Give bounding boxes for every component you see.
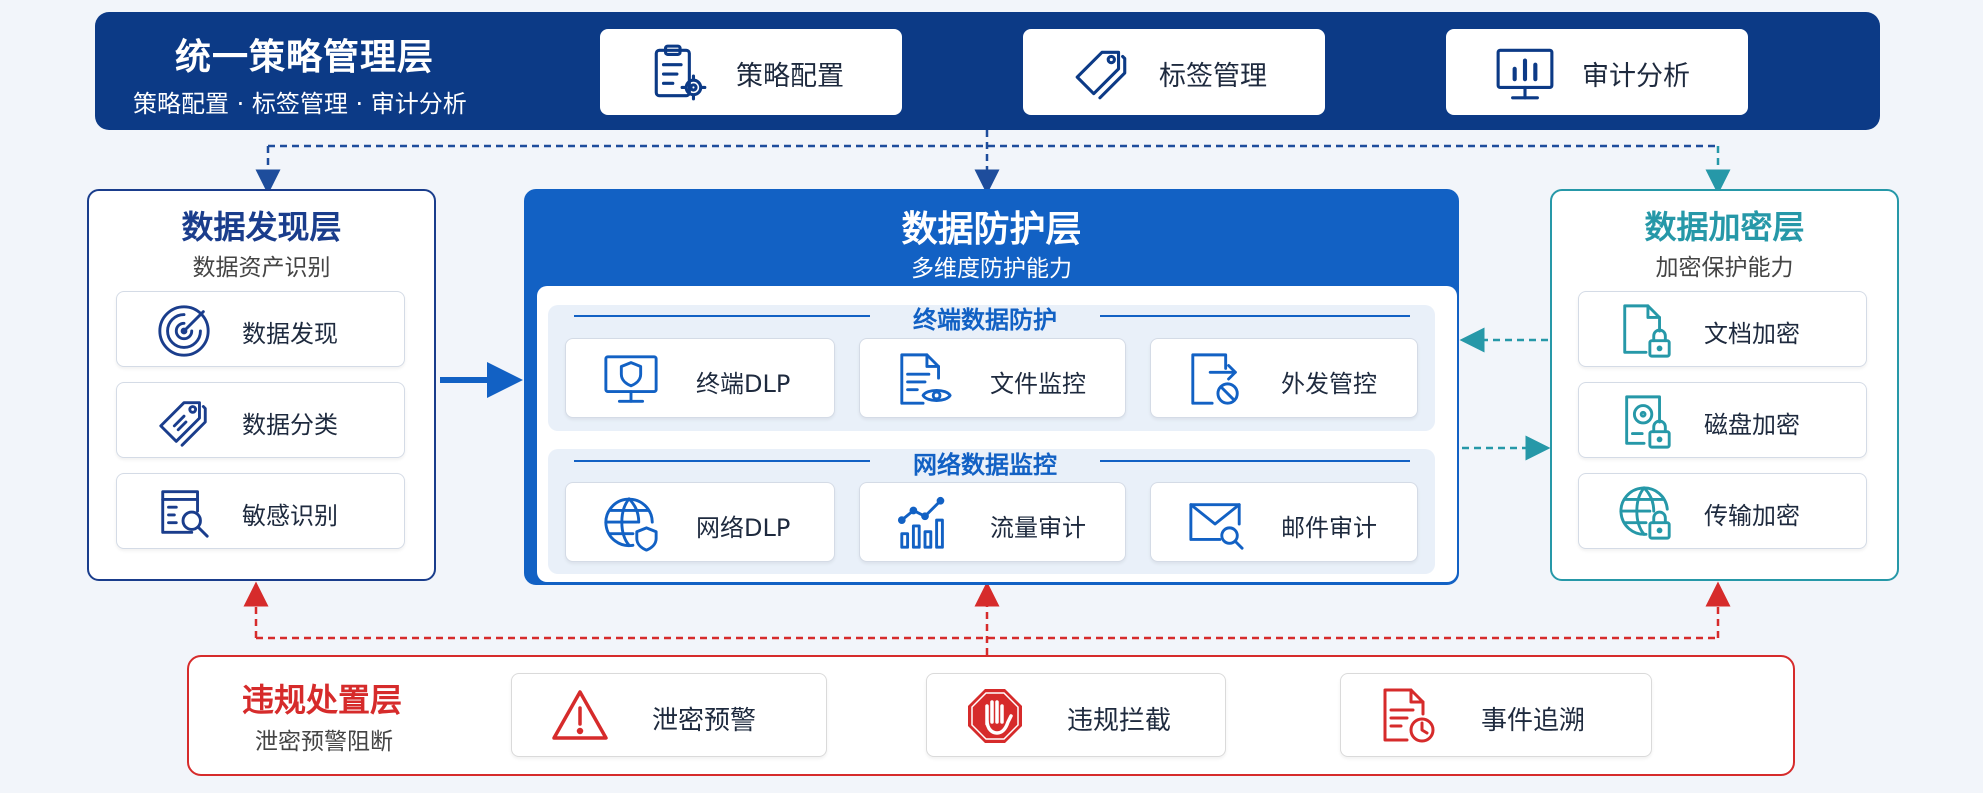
file-lock-icon — [1617, 302, 1675, 360]
outbound-control-label: 外发管控 — [1281, 370, 1377, 398]
document-encryption-item[interactable]: 文档加密 — [1578, 291, 1867, 367]
policy-layer-subtitle: 策略配置 · 标签管理 · 审计分析 — [133, 90, 467, 118]
policy-config-label: 策略配置 — [736, 61, 844, 92]
discover-layer-title: 数据发现层 — [181, 208, 342, 246]
data-classification-label: 数据分类 — [242, 411, 338, 439]
file-monitoring-label: 文件监控 — [990, 370, 1086, 398]
endpoint-dlp-item[interactable]: 终端DLP — [565, 338, 835, 418]
encrypt-layer-subtitle: 加密保护能力 — [1655, 255, 1794, 281]
violation-block-card[interactable]: 违规拦截 — [926, 673, 1226, 757]
group-divider-left — [574, 460, 870, 462]
bar-trend-icon — [896, 495, 954, 553]
group-divider-left — [574, 315, 870, 317]
document-encryption-label: 文档加密 — [1704, 320, 1800, 348]
mail-audit-item[interactable]: 邮件审计 — [1150, 482, 1418, 562]
globe-shield-icon — [602, 495, 660, 553]
endpoint-dlp-label: 终端DLP — [696, 370, 791, 398]
sensitive-identification-item[interactable]: 敏感识别 — [116, 473, 405, 549]
mail-audit-label: 邮件审计 — [1281, 514, 1377, 542]
disposition-feedback-lines — [243, 581, 1731, 655]
audit-analysis-card[interactable]: 审计分析 — [1446, 29, 1748, 115]
network-dlp-item[interactable]: 网络DLP — [565, 482, 835, 562]
monitor-chart-icon — [1494, 42, 1556, 104]
policy-distribution-lines — [255, 130, 1731, 195]
leak-alert-card[interactable]: 泄密预警 — [511, 673, 827, 757]
tag-icon — [155, 393, 213, 451]
data-discovery-item[interactable]: 数据发现 — [116, 291, 405, 367]
tag-management-label: 标签管理 — [1159, 61, 1267, 92]
file-clock-icon — [1379, 686, 1439, 746]
endpoint-protection-title: 终端数据防护 — [913, 306, 1057, 334]
network-dlp-label: 网络DLP — [696, 514, 791, 542]
outbound-control-item[interactable]: 外发管控 — [1150, 338, 1418, 418]
event-trace-label: 事件追溯 — [1481, 706, 1586, 736]
encrypt-layer-title: 数据加密层 — [1644, 208, 1805, 246]
audit-analysis-label: 审计分析 — [1582, 61, 1690, 92]
data-discovery-label: 数据发现 — [242, 320, 338, 348]
group-divider-right — [1100, 315, 1410, 317]
dispose-layer-subtitle: 泄密预警阻断 — [255, 729, 393, 755]
stop-hand-icon — [965, 686, 1025, 746]
radar-icon — [155, 302, 213, 360]
traffic-audit-item[interactable]: 流量审计 — [859, 482, 1126, 562]
group-divider-right — [1100, 460, 1410, 462]
tag-icon — [1071, 42, 1133, 104]
document-search-icon — [155, 484, 213, 542]
monitor-shield-icon — [602, 351, 660, 409]
file-eye-icon — [896, 351, 954, 409]
disk-encryption-item[interactable]: 磁盘加密 — [1578, 382, 1867, 458]
warning-icon — [550, 686, 610, 746]
globe-lock-icon — [1617, 484, 1675, 542]
policy-layer-title: 统一策略管理层 — [175, 37, 435, 78]
mail-search-icon — [1187, 495, 1245, 553]
transmission-encryption-item[interactable]: 传输加密 — [1578, 473, 1867, 549]
disk-encryption-label: 磁盘加密 — [1704, 411, 1800, 439]
tag-management-card[interactable]: 标签管理 — [1023, 29, 1325, 115]
file-monitoring-item[interactable]: 文件监控 — [859, 338, 1126, 418]
protect-layer-title: 数据防护层 — [901, 209, 1082, 250]
protect-layer-subtitle: 多维度防护能力 — [911, 256, 1072, 282]
disk-lock-icon — [1617, 393, 1675, 451]
policy-config-card[interactable]: 策略配置 — [600, 29, 902, 115]
policy-config-icon — [648, 42, 710, 104]
event-trace-card[interactable]: 事件追溯 — [1340, 673, 1652, 757]
leak-alert-label: 泄密预警 — [652, 706, 757, 736]
data-classification-item[interactable]: 数据分类 — [116, 382, 405, 458]
sensitive-identification-label: 敏感识别 — [242, 502, 338, 530]
network-monitoring-title: 网络数据监控 — [913, 451, 1057, 479]
violation-block-label: 违规拦截 — [1067, 706, 1172, 736]
file-block-icon — [1187, 351, 1245, 409]
discover-layer-subtitle: 数据资产识别 — [192, 255, 331, 281]
traffic-audit-label: 流量审计 — [990, 514, 1086, 542]
dispose-layer-title: 违规处置层 — [242, 681, 403, 719]
transmission-encryption-label: 传输加密 — [1704, 502, 1800, 530]
